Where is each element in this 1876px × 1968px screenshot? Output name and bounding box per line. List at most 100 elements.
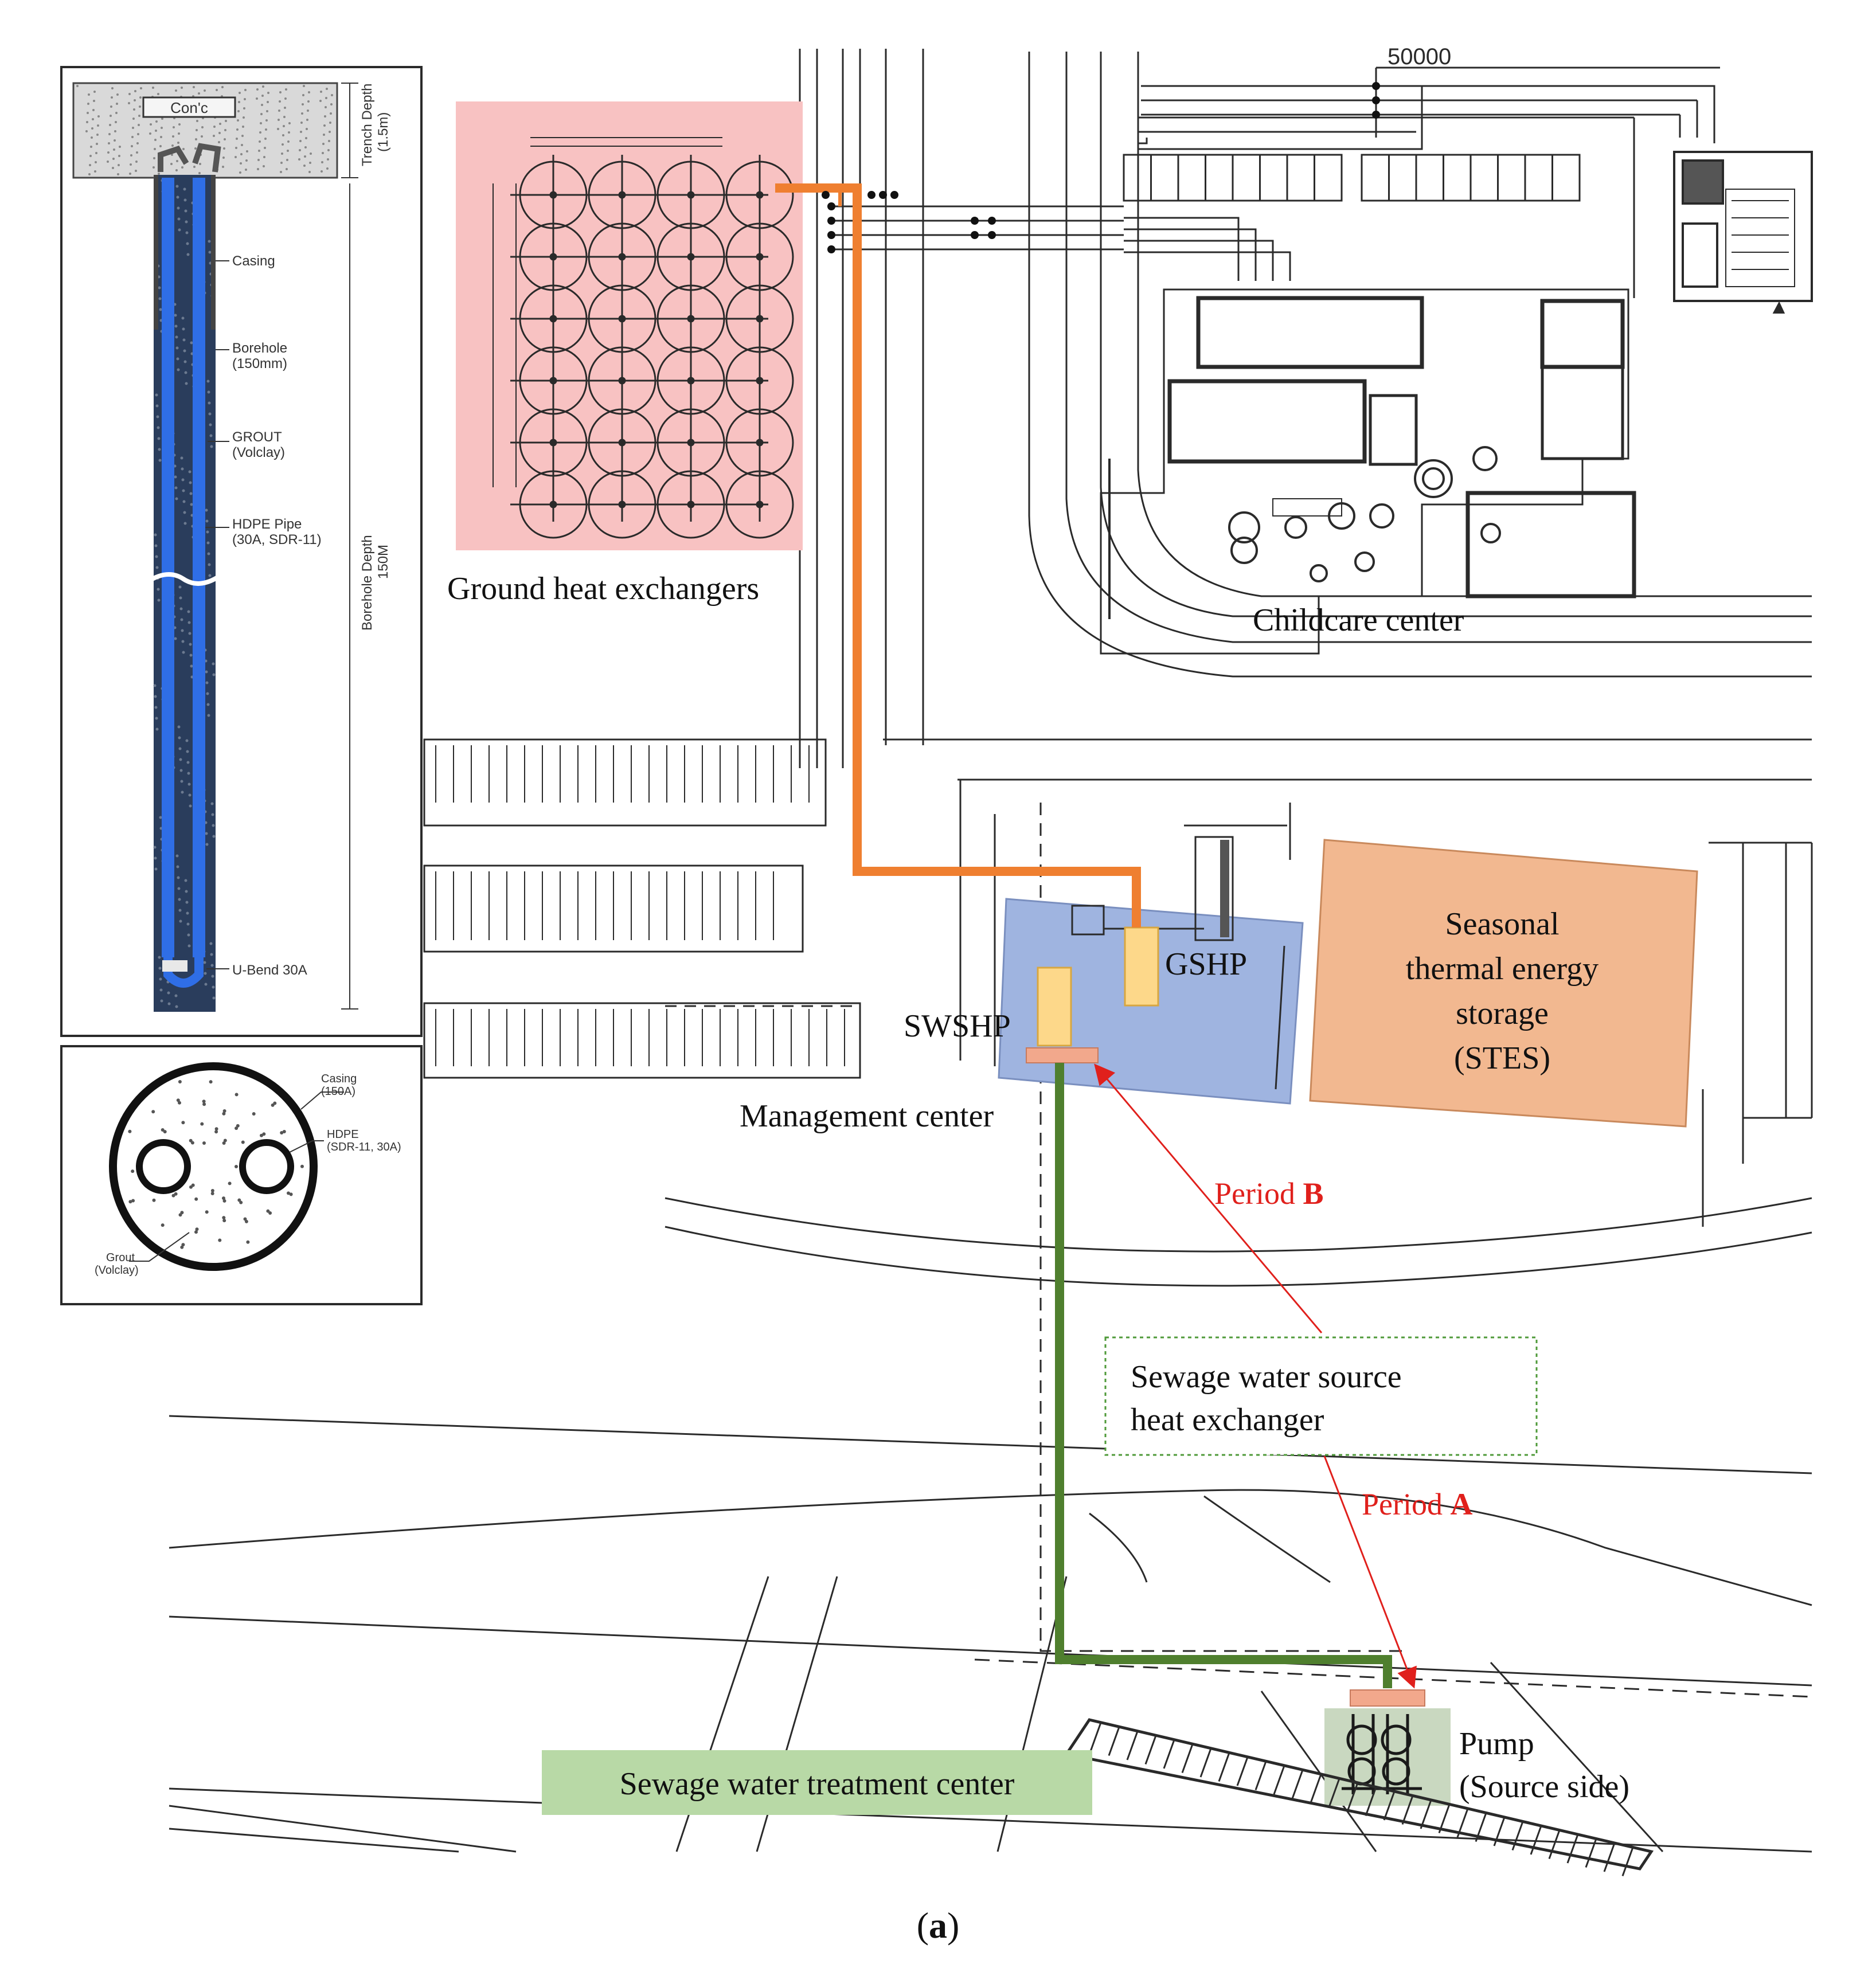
- grout-dot: [210, 1189, 214, 1192]
- texture-dot: [88, 93, 90, 96]
- texture-dot: [150, 123, 152, 126]
- grout-speck: [186, 750, 189, 753]
- texture-dot: [288, 122, 291, 124]
- grout-speck: [183, 522, 187, 525]
- texture-dot: [172, 135, 174, 138]
- grout-speck: [206, 379, 210, 383]
- period-a-letter: A: [1451, 1487, 1473, 1521]
- texture-dot: [243, 116, 245, 119]
- texture-dot: [92, 118, 94, 120]
- texture-dot: [135, 161, 138, 163]
- texture-dot: [282, 143, 284, 146]
- texture-dot: [225, 120, 227, 122]
- grout-dot: [151, 1110, 155, 1114]
- texture-dot: [243, 107, 245, 109]
- texture-dot: [175, 89, 177, 92]
- junction-dot: [890, 191, 898, 199]
- grout-speck: [154, 867, 158, 871]
- hdpe-pipe-right: [193, 178, 205, 957]
- texture-dot: [300, 122, 303, 124]
- grout-speck: [181, 316, 185, 320]
- grout-speck: [182, 500, 186, 503]
- swshp-hx-bar: [1026, 1047, 1099, 1063]
- hdpe-circle-left: [136, 1139, 191, 1194]
- grout-speck: [180, 780, 183, 783]
- texture-dot: [131, 136, 134, 138]
- grout-speck: [158, 286, 161, 289]
- grout-speck: [188, 632, 191, 635]
- texture-dot: [304, 155, 306, 158]
- grout-dot: [202, 1102, 206, 1106]
- cross-section-leaders: [129, 1091, 344, 1262]
- hatch-line: [1621, 1846, 1634, 1877]
- texture-dot: [224, 129, 226, 131]
- hatch-line: [1126, 1731, 1139, 1760]
- grout-speck: [157, 426, 160, 429]
- grout-dot: [214, 1127, 218, 1131]
- texture-dot: [170, 163, 173, 165]
- texture-dot: [282, 134, 284, 136]
- swshp-unit: [1037, 967, 1072, 1047]
- junction-dot: [1372, 111, 1380, 119]
- grout-speck: [155, 727, 159, 731]
- texture-dot: [285, 88, 287, 91]
- texture-dot: [216, 89, 218, 91]
- grout-dot: [223, 1138, 227, 1143]
- grout-speck: [206, 703, 210, 706]
- texture-dot: [237, 119, 239, 122]
- grout-speck: [180, 456, 183, 460]
- grout-speck: [179, 758, 182, 761]
- grout-speck: [210, 953, 213, 956]
- cs-casing-size: (150A): [321, 1085, 355, 1098]
- cs-casing-label: Casing: [321, 1073, 357, 1085]
- grout-speck: [159, 977, 162, 981]
- grout-dot: [181, 1243, 185, 1247]
- texture-dot: [157, 93, 159, 95]
- grout-speck: [153, 684, 157, 687]
- texture-dot: [331, 94, 333, 96]
- texture-dot: [281, 152, 283, 155]
- texture-dot: [110, 105, 112, 108]
- casing-left: [154, 175, 158, 330]
- grout-speck: [155, 404, 159, 408]
- grout-dot: [241, 1140, 245, 1144]
- texture-dot: [256, 88, 259, 91]
- texture-dot: [114, 130, 116, 132]
- grout-speck: [186, 242, 189, 245]
- u-bend-fitting: [162, 960, 187, 972]
- texture-dot: [322, 152, 324, 154]
- texture-dot: [323, 134, 325, 136]
- period-b-letter: B: [1303, 1176, 1324, 1211]
- texture-dot: [133, 108, 135, 111]
- texture-dot: [92, 109, 95, 111]
- grout-dot: [260, 1133, 263, 1137]
- texture-dot: [219, 123, 221, 125]
- grout-speck: [206, 530, 209, 534]
- texture-dot: [264, 147, 266, 149]
- grout-speck: [186, 761, 190, 764]
- hatch-line: [1291, 1769, 1304, 1799]
- stes-area: [1309, 839, 1698, 1128]
- grout-dot: [131, 1199, 135, 1203]
- grout-speck: [175, 185, 179, 188]
- grout-dot: [194, 1230, 198, 1234]
- hatch-line: [1383, 1791, 1396, 1821]
- texture-dot: [95, 161, 97, 163]
- grout-speck: [182, 327, 185, 331]
- grout-speck: [155, 393, 158, 397]
- borehole-size-label: (150mm): [232, 356, 287, 371]
- borehole-grid: [510, 155, 794, 539]
- hatch-line: [1511, 1821, 1524, 1851]
- cs-hdpe-label: HDPE: [327, 1128, 359, 1141]
- grout-speck: [203, 961, 206, 964]
- grout-speck: [185, 231, 189, 234]
- grout-speck: [209, 434, 213, 437]
- grout-speck: [175, 854, 179, 858]
- texture-dot: [155, 120, 158, 123]
- junction-dot: [827, 202, 835, 210]
- grout-speck: [181, 629, 184, 632]
- grout-speck: [177, 206, 180, 210]
- grout-speck: [176, 865, 179, 868]
- grout-speck: [186, 253, 190, 256]
- grout-speck: [185, 382, 188, 385]
